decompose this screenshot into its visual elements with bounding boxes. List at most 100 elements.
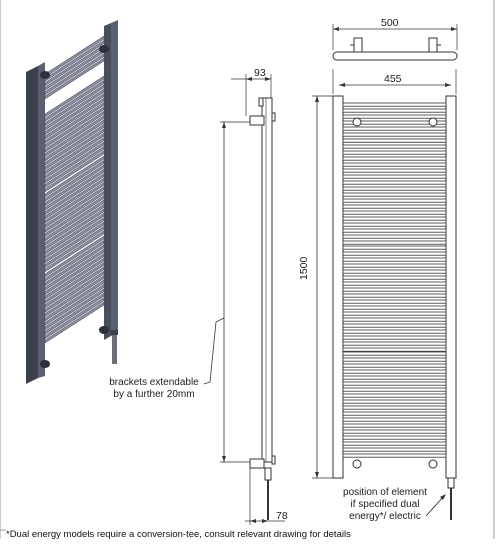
front-bar [342, 174, 447, 179]
render-bar [44, 199, 105, 242]
render-bar [44, 145, 105, 188]
front-bar [342, 228, 447, 233]
render-right-rail-side [104, 23, 111, 340]
arrow-span-top [222, 122, 226, 128]
radiator-3d-render [26, 20, 118, 384]
render-bar [44, 288, 105, 331]
render-bar [44, 217, 105, 260]
render-bar [44, 257, 105, 300]
render-element-cap [111, 330, 118, 335]
front-bar [342, 210, 447, 215]
footnote: *Dual energy models require a conversion… [6, 529, 351, 540]
dim-label-1500: 1500 [298, 256, 310, 280]
render-bar [44, 128, 105, 171]
brackets-leader-line [203, 317, 225, 385]
render-bar [44, 168, 105, 211]
front-bar [342, 275, 447, 280]
front-bar [342, 281, 447, 286]
front-bar [342, 447, 447, 452]
front-bar [342, 263, 447, 268]
render-bar [44, 75, 105, 118]
front-bar [342, 192, 447, 197]
render-bar [44, 261, 105, 304]
front-bar [342, 387, 447, 392]
render-bar [44, 275, 105, 318]
front-bar [342, 441, 447, 446]
render-bar [44, 221, 105, 264]
render-bar [44, 159, 105, 202]
render-left-rail [38, 62, 45, 378]
side-valve-top [271, 112, 276, 122]
render-left-rail-side [26, 66, 38, 384]
front-bar [342, 251, 447, 256]
front-bar [342, 351, 447, 356]
render-bar [44, 266, 105, 309]
side-bracket-bottom [249, 458, 265, 469]
render-bracket-top-right [99, 45, 109, 53]
render-bar [44, 79, 105, 122]
front-bar [342, 317, 447, 322]
front-bar [342, 305, 447, 310]
render-bar [44, 230, 105, 273]
element-note-line3: energy*/ electric [349, 511, 421, 522]
render-bar [44, 225, 105, 268]
render-bar [44, 279, 105, 322]
front-bar [342, 180, 447, 185]
front-bracket-bl [352, 459, 362, 469]
render-bracket-bottom-right [99, 326, 109, 334]
arrow-78-right [262, 519, 268, 523]
render-heating-element [112, 332, 117, 364]
render-bar [44, 203, 105, 246]
render-bar [44, 155, 105, 198]
render-bar [44, 123, 105, 166]
render-right-rail [111, 20, 118, 336]
front-bar [342, 102, 447, 107]
arrow-1500-top [315, 96, 319, 102]
render-bar [44, 195, 105, 238]
render-bar [44, 235, 105, 278]
front-bar [342, 347, 447, 352]
front-bar [342, 168, 447, 173]
render-bar [44, 173, 105, 216]
front-bar [342, 257, 447, 262]
render-bar [44, 150, 105, 193]
side-cap-top [258, 97, 264, 107]
render-bar [44, 39, 105, 82]
render-bar [44, 212, 105, 255]
render-bracket-bottom-left [40, 360, 50, 368]
render-bar [44, 141, 105, 184]
render-bar [44, 244, 105, 287]
front-bar [342, 287, 447, 292]
element-leader-line [425, 495, 445, 517]
front-bars-group [342, 102, 447, 458]
arrow-455-left [339, 83, 345, 87]
render-bars-group [44, 35, 105, 344]
render-bar [44, 164, 105, 207]
render-bar [44, 115, 105, 158]
render-bar [44, 283, 105, 326]
front-bar [342, 363, 447, 368]
arrow-span-bottom [222, 456, 226, 462]
render-bar [44, 292, 105, 335]
brackets-note-line2: by a further 20mm [113, 389, 195, 400]
front-bar [342, 369, 447, 374]
front-bar [342, 162, 447, 167]
element-note-line2: if specified dual [350, 499, 420, 510]
front-bar [342, 240, 447, 245]
render-bar [44, 270, 105, 313]
render-bar [44, 57, 105, 100]
front-bar [342, 357, 447, 362]
front-bar [342, 323, 447, 328]
front-bar [342, 417, 447, 422]
front-bar [342, 126, 447, 131]
front-bar [342, 114, 447, 119]
front-bar [342, 269, 447, 274]
render-bar [44, 239, 105, 282]
front-view [312, 69, 457, 520]
front-bar [342, 435, 447, 440]
side-view-rail [261, 97, 273, 463]
render-bar [44, 301, 105, 344]
render-bracket-top-left [40, 71, 50, 79]
brackets-note: brackets extendable by a further 20mm [100, 377, 208, 401]
